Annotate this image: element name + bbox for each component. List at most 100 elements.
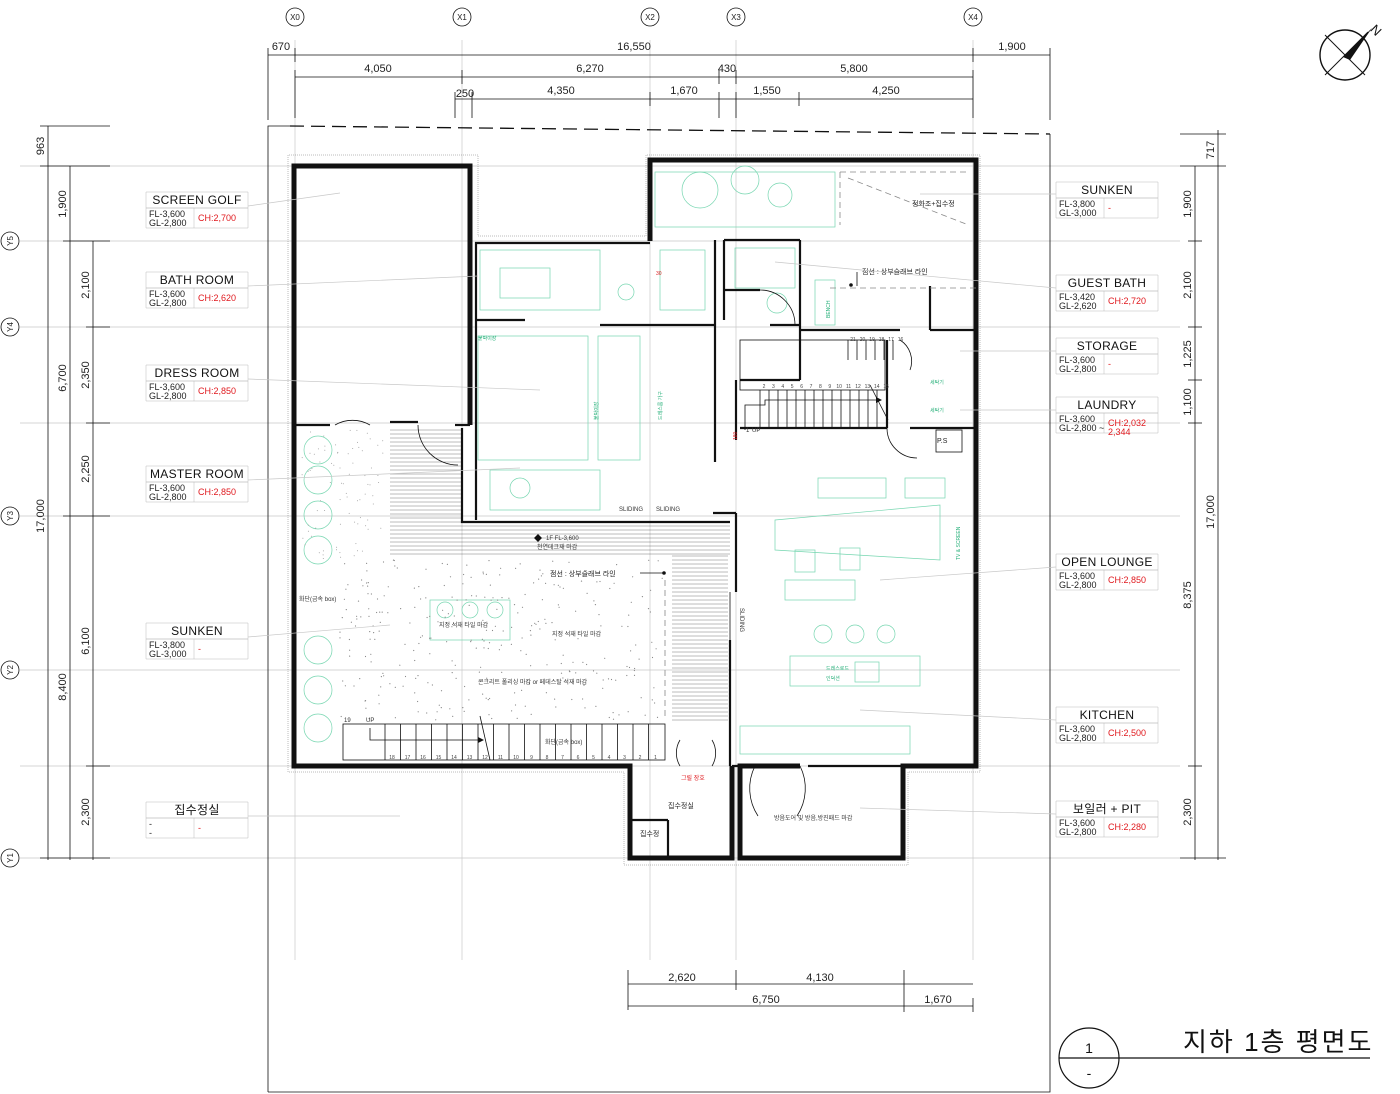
- room-fl: -: [149, 819, 152, 829]
- grid-y1: Y1: [6, 853, 15, 863]
- stair-number: 11: [498, 755, 503, 761]
- note-slab-line-2: 점선 : 상부슬래브 라인: [550, 569, 616, 578]
- note-planter-1: 화단(금속 box): [299, 595, 336, 603]
- room-name: SUNKEN: [171, 624, 223, 638]
- note-stone-tile-1: 지정 석재 타일 마감: [439, 621, 489, 629]
- room-name: GUEST BATH: [1068, 276, 1147, 290]
- sheet-number: 1: [1085, 1040, 1093, 1056]
- room-ch: CH:2,280: [1108, 822, 1146, 832]
- room-fl: FL-3,600: [149, 209, 185, 219]
- dim-top-1550: 1,550: [753, 85, 781, 97]
- room-fl: FL-3,800: [149, 640, 185, 650]
- dim-bottom-2620: 2,620: [668, 972, 696, 984]
- dim-bottom-1670: 1,670: [924, 994, 952, 1006]
- note-island: 드레스로드: [826, 665, 849, 672]
- note-washer-1: 세탁기: [930, 379, 944, 386]
- room-ch: -: [198, 644, 201, 654]
- stair-number: 10: [513, 755, 519, 761]
- dim-left-2250: 2,250: [80, 455, 92, 483]
- site-boundary: [267, 125, 1051, 1093]
- dim-top-4250: 4,250: [872, 85, 900, 97]
- stair-number: 19: [869, 337, 875, 343]
- note-up-1: UP: [366, 718, 374, 724]
- dim-left-2350: 2,350: [80, 361, 92, 389]
- stair-number: 6: [800, 384, 803, 390]
- stair-number: 20: [860, 337, 866, 343]
- dim-left-8400: 8,400: [57, 673, 69, 701]
- dim-right-2100: 2,100: [1182, 271, 1194, 299]
- room-name: KITCHEN: [1080, 708, 1135, 722]
- stair-number: 11: [846, 384, 851, 390]
- furniture-layer: [303, 165, 946, 755]
- note-sliding-1: SLIDING: [619, 507, 643, 513]
- stair-number: 18: [389, 755, 395, 761]
- note-sliding-3: SLIDING: [738, 608, 744, 632]
- room-ch: CH:2,850: [198, 487, 236, 497]
- dim-top-1670: 1,670: [670, 85, 698, 97]
- room-fl: FL-3,600: [1059, 414, 1095, 424]
- stair-number: 14: [874, 384, 880, 390]
- dim-top-4350: 4,350: [547, 85, 575, 97]
- dim-top-430: 430: [718, 63, 736, 75]
- dim-right-2300: 2,300: [1182, 798, 1194, 826]
- deck-hatch: [390, 429, 730, 721]
- note-deck-finish: 천연데크재 마감: [537, 543, 578, 551]
- stair-number: 9: [828, 384, 831, 390]
- note-tv-screen: TV & SCREEN: [956, 526, 962, 560]
- room-gl: GL-3,000: [1059, 208, 1097, 218]
- room-name: 보일러 + PIT: [1073, 802, 1142, 816]
- stair-number: 5: [791, 384, 794, 390]
- door-swings: [334, 289, 918, 817]
- room-fl: FL-3,420: [1059, 292, 1095, 302]
- dim-left-1900: 1,900: [57, 190, 69, 218]
- note-planter-2: 화단(금속 box): [545, 738, 582, 746]
- stair-number: 8: [819, 384, 822, 390]
- stair-top-19: 19: [344, 718, 351, 724]
- stair-number: 2: [763, 384, 766, 390]
- room-gl: GL-2,800: [1059, 733, 1097, 743]
- stair-number: 9: [530, 755, 533, 761]
- stairs: [342, 339, 894, 761]
- room-fl: FL-3,600: [1059, 724, 1095, 734]
- stair-number: 5: [592, 755, 595, 761]
- room-fl: FL-3,600: [149, 483, 185, 493]
- room-ch: CH:2,620: [198, 293, 236, 303]
- room-ch: CH:2,500: [1108, 728, 1146, 738]
- room-ch: CH:2,850: [1108, 575, 1146, 585]
- room-gl: GL-2,800: [149, 492, 187, 502]
- note-boiler-finish: 방음도어 및 방음,방진패드 마감: [774, 814, 853, 822]
- room-gl: GL-2,800: [149, 391, 187, 401]
- note-grill: 그릴 장호: [681, 774, 705, 782]
- grid-x3: X3: [731, 13, 741, 22]
- room-name: LAUNDRY: [1077, 398, 1136, 412]
- note-up-2: UP: [752, 428, 760, 434]
- note-concrete: 콘크리트 폴리싱 마감 or 페데스탈 석재 마감: [478, 678, 588, 686]
- note-water-tank: 정화조+집수정: [912, 199, 955, 208]
- room-ch: -: [198, 823, 201, 833]
- stair-number: 17: [405, 755, 411, 761]
- room-gl: GL-3,000: [149, 649, 187, 659]
- room-gl: GL-2,800: [1059, 827, 1097, 837]
- stair-number: 13: [467, 755, 473, 761]
- grid-bubbles-x: X0 X1 X2 X3 X4: [285, 7, 983, 27]
- grid-y3: Y3: [6, 511, 15, 521]
- dim-left-6700: 6,700: [57, 364, 69, 392]
- dim-top-4050: 4,050: [364, 63, 392, 75]
- note-sliding-2: SLIDING: [656, 507, 680, 513]
- stair-number: 8: [546, 755, 549, 761]
- room-ch: -: [1108, 203, 1111, 213]
- room-ch: CH:2,700: [198, 213, 236, 223]
- stair-one: 1: [746, 428, 750, 434]
- dim-left-2300: 2,300: [80, 798, 92, 826]
- dim-top-1900: 1,900: [998, 41, 1026, 53]
- drawing-title: 지하 1층 평면도: [1183, 1027, 1373, 1057]
- dim-top-16550: 16,550: [617, 41, 651, 53]
- stair-number: 4: [608, 755, 611, 761]
- room-tag: 집수정실---: [145, 801, 249, 839]
- dims-left: 963 17,000 1,900 6,700 8,400 2,100 2,350…: [35, 125, 110, 860]
